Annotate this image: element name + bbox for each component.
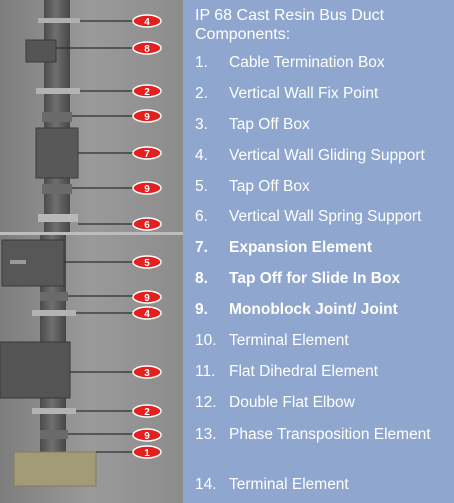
- component-label: Tap Off Box: [229, 178, 310, 195]
- component-number: 8.: [195, 270, 208, 287]
- component-number: 2.: [195, 85, 208, 102]
- gliding-support-bracket: [32, 310, 76, 316]
- component-number: 4.: [195, 147, 208, 164]
- callout-4-lower: 4: [132, 306, 162, 320]
- component-number: 5.: [195, 178, 208, 195]
- callout-7: 7: [132, 146, 162, 160]
- joint-upper-1: [42, 112, 72, 122]
- component-label: Phase Transposition Element: [229, 426, 431, 443]
- tap-off-box-handle: [10, 260, 26, 264]
- callout-2-top: 2: [132, 84, 162, 98]
- illustration-svg: 4 8 2 9 7: [0, 0, 183, 503]
- component-label: Expansion Element: [229, 239, 372, 256]
- component-number: 1.: [195, 54, 208, 71]
- callout-label: 9: [144, 293, 150, 304]
- component-label: Monoblock Joint/ Joint: [229, 301, 398, 318]
- callout-label: 5: [144, 258, 150, 269]
- callout-label: 1: [144, 448, 150, 459]
- callout-label: 6: [144, 220, 150, 231]
- callout-label: 3: [144, 368, 150, 379]
- tap-off-slide-in-box: [25, 39, 57, 63]
- component-number: 14.: [195, 476, 217, 493]
- component-number: 11.: [195, 363, 216, 380]
- component-label: Cable Termination Box: [229, 54, 385, 71]
- bus-duct-illustration: 4 8 2 9 7: [0, 0, 183, 503]
- callout-3: 3: [132, 365, 162, 379]
- legend-heading: IP 68 Cast Resin Bus Duct Components:: [195, 7, 385, 43]
- component-legend-panel: IP 68 Cast Resin Bus Duct Components: 1.…: [183, 0, 454, 503]
- component-label: Double Flat Elbow: [229, 394, 355, 411]
- component-number: 6.: [195, 208, 208, 225]
- wall-fix-point-lower-bracket: [32, 408, 76, 414]
- callout-label: 9: [144, 112, 150, 123]
- callout-label: 9: [144, 431, 150, 442]
- callout-5: 5: [132, 255, 162, 269]
- callout-label: 2: [144, 407, 150, 418]
- callout-6: 6: [132, 217, 162, 231]
- callout-4-top: 4: [132, 14, 162, 28]
- callout-9-b: 9: [132, 181, 162, 195]
- callout-label: 9: [144, 184, 150, 195]
- callout-9-c: 9: [132, 290, 162, 304]
- component-label: Vertical Wall Spring Support: [229, 208, 422, 225]
- component-label: Vertical Wall Gliding Support: [229, 147, 425, 164]
- component-label: Flat Dihedral Element: [229, 363, 379, 380]
- component-number: 9.: [195, 301, 208, 318]
- leader-lines: [56, 20, 133, 453]
- section-divider: [0, 232, 183, 235]
- callouts: 4 8 2 9 7: [132, 14, 162, 459]
- component-label: Vertical Wall Fix Point: [229, 85, 379, 102]
- component-label: Terminal Element: [229, 332, 349, 349]
- joint-lower-2: [40, 430, 68, 439]
- callout-label: 8: [144, 44, 150, 55]
- joint-lower-1: [40, 292, 68, 301]
- callout-label: 7: [144, 149, 150, 160]
- component-number: 13.: [195, 426, 217, 443]
- component-number: 10.: [195, 332, 217, 349]
- cable-termination-box: [13, 451, 97, 487]
- component-number: 12.: [195, 394, 217, 411]
- spring-support-bracket: [38, 214, 78, 222]
- callout-label: 4: [144, 17, 150, 28]
- callout-8: 8: [132, 41, 162, 55]
- callout-2-lower: 2: [132, 404, 162, 418]
- callout-label: 2: [144, 87, 150, 98]
- component-number: 7.: [195, 239, 208, 256]
- component-label: Tap Off Box: [229, 116, 310, 133]
- component-label: Tap Off for Slide In Box: [229, 270, 401, 287]
- callout-1: 1: [132, 445, 162, 459]
- component-label: Terminal Element: [229, 476, 349, 493]
- wall-fix-point-bracket: [36, 88, 80, 94]
- terminal-element-bracket: [38, 18, 80, 23]
- callout-9-a: 9: [132, 109, 162, 123]
- tap-off-box-lower: [0, 341, 71, 399]
- joint-upper-2: [42, 184, 72, 194]
- expansion-element: [35, 127, 79, 179]
- callout-9-d: 9: [132, 428, 162, 442]
- component-number: 3.: [195, 116, 208, 133]
- callout-label: 4: [144, 309, 150, 320]
